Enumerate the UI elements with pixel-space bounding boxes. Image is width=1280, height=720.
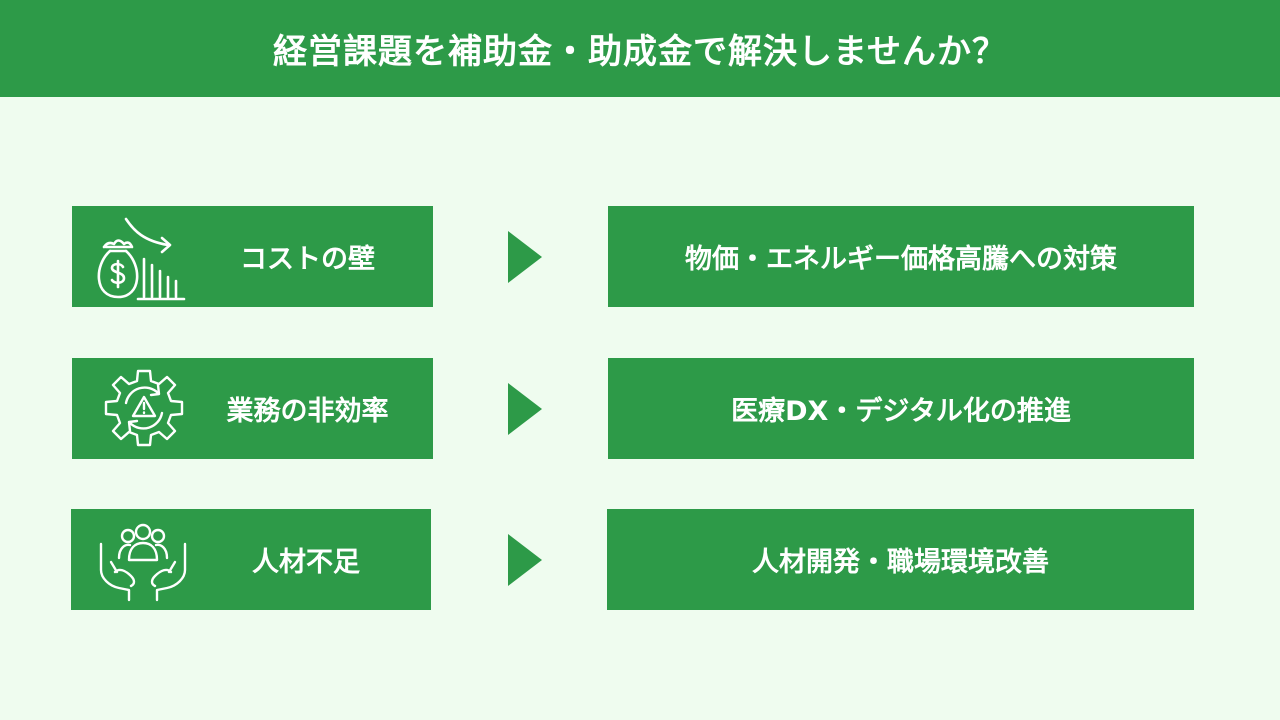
issue-row-cost: コストの壁 物価・エネルギー価格高騰への対策 — [0, 206, 1280, 307]
arrow-right-icon — [508, 383, 542, 435]
issue-row-staffing: 人材不足 人材開発・職場環境改善 — [0, 509, 1280, 610]
problem-label-staffing: 人材不足 — [252, 547, 360, 578]
problem-box-staffing: 人材不足 — [71, 509, 431, 610]
arrow-right-icon — [508, 231, 542, 283]
problem-box-efficiency: 業務の非効率 — [72, 358, 433, 459]
money-bag-declining-chart-icon — [96, 211, 192, 303]
problem-box-cost: コストの壁 — [72, 206, 433, 307]
problem-label-efficiency: 業務の非効率 — [226, 396, 389, 427]
arrow-right-icon — [508, 534, 542, 586]
page-title: 経営課題を補助金・助成金で解決しませんか？ — [273, 32, 1007, 72]
hands-holding-people-icon — [95, 514, 191, 606]
header-bar: 経営課題を補助金・助成金で解決しませんか？ — [0, 0, 1280, 97]
issue-row-efficiency: 業務の非効率 医療DX・デジタル化の推進 — [0, 358, 1280, 459]
gear-warning-icon — [96, 363, 192, 455]
solution-box-hr: 人材開発・職場環境改善 — [607, 509, 1194, 610]
problem-label-cost: コストの壁 — [240, 244, 375, 275]
solution-box-dx: 医療DX・デジタル化の推進 — [608, 358, 1194, 459]
solution-box-price-energy: 物価・エネルギー価格高騰への対策 — [608, 206, 1194, 307]
